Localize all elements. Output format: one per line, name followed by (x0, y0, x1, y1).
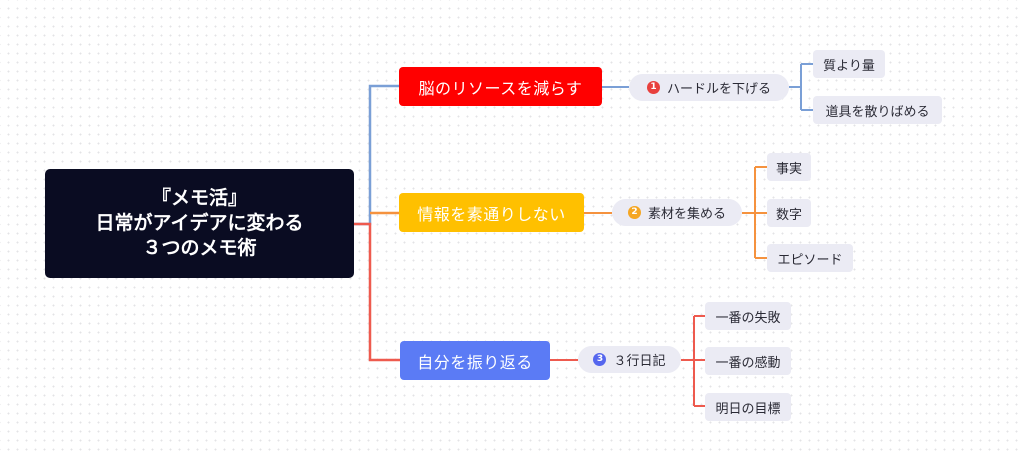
leaf-label: 事実 (776, 161, 803, 177)
connector-sub-1-leaves (789, 63, 813, 111)
leaf-node[interactable]: 数字 (767, 199, 811, 227)
sub-node-2[interactable]: 2 素材を集める (612, 199, 742, 226)
leaf-label: 明日の目標 (715, 401, 781, 417)
leaf-node[interactable]: 一番の失敗 (705, 302, 791, 330)
branch-label: 自分を振り返る (417, 352, 533, 372)
root-title-line-3: ３つのメモ術 (142, 237, 257, 259)
branch-node-3[interactable]: 自分を振り返る (400, 341, 550, 380)
leaf-label: エピソード (777, 252, 843, 268)
leaf-node[interactable]: 一番の感動 (705, 347, 791, 375)
leaf-label: 一番の失敗 (715, 310, 781, 326)
root-node[interactable]: 『メモ活』 日常がアイデアに変わる ３つのメモ術 (45, 169, 354, 278)
leaf-node[interactable]: 質より量 (813, 50, 885, 78)
leaf-label: 一番の感動 (715, 355, 781, 371)
number-badge-icon: 1 (646, 81, 660, 94)
leaf-node[interactable]: 明日の目標 (705, 393, 791, 421)
sub-node-label: ３行日記 (613, 354, 666, 369)
branch-node-1[interactable]: 脳のリソースを減らす (399, 67, 602, 106)
root-title-line-2: 日常がアイデアに変わる (95, 212, 304, 234)
number-badge-icon: 3 (593, 353, 607, 366)
sub-node-label: ハードルを下げる (666, 82, 771, 97)
connector-root-branch-1 (354, 84, 399, 226)
leaf-label: 数字 (776, 207, 803, 223)
leaf-label: 道具を散りばめる (825, 104, 930, 120)
branch-label: 脳のリソースを減らす (418, 78, 583, 98)
leaf-label: 質より量 (823, 58, 875, 74)
leaf-node[interactable]: エピソード (767, 244, 853, 272)
leaf-node[interactable]: 道具を散りばめる (813, 96, 942, 124)
connector-root-branch-3 (354, 222, 400, 362)
leaf-node[interactable]: 事実 (767, 153, 811, 181)
sub-node-3[interactable]: 3 ３行日記 (578, 346, 681, 373)
connector-sub-2-leaves (742, 166, 767, 259)
number-badge-icon: 2 (627, 206, 641, 219)
root-title-line-1: 『メモ活』 (151, 187, 247, 209)
branch-node-2[interactable]: 情報を素通りしない (399, 193, 584, 232)
sub-node-label: 素材を集める (647, 207, 726, 222)
connector-sub-3-leaves (681, 315, 705, 407)
sub-node-1[interactable]: 1 ハードルを下げる (629, 74, 789, 101)
branch-label: 情報を素通りしない (417, 204, 566, 224)
